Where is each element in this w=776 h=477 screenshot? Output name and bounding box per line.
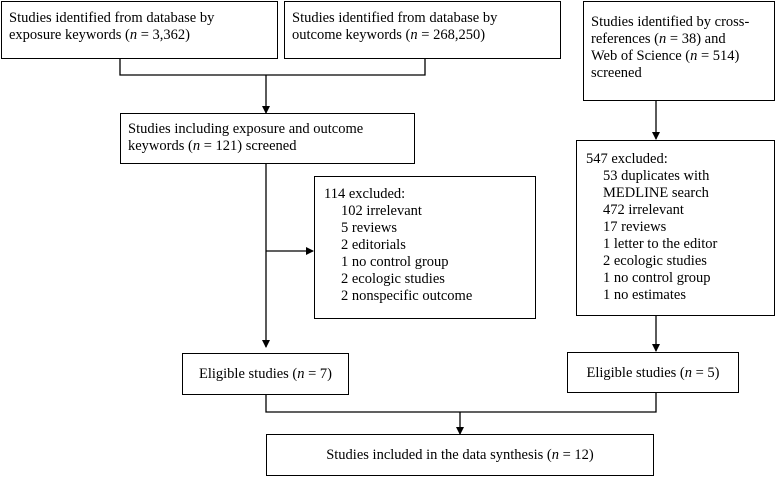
- box-db-exposure: Studies identified from database by expo…: [1, 1, 278, 59]
- excluded-left-item: 2 ecologic studies: [341, 271, 445, 287]
- crossref-line1: Studies identified by cross-: [591, 14, 750, 30]
- excluded-left-item: 5 reviews: [341, 220, 397, 236]
- box-excluded-left: 114 excluded: 102 irrelevant 5 reviews 2…: [314, 176, 536, 319]
- excluded-right-item: MEDLINE search: [603, 185, 709, 201]
- crossref-line4: screened: [591, 65, 642, 81]
- excluded-right-item: 53 duplicates with: [603, 168, 710, 184]
- excluded-right-title: 547 excluded:: [586, 151, 668, 167]
- crossref-line2: references (n = 38) and: [591, 31, 726, 47]
- box-eligible-left: Eligible studies (n = 7): [182, 353, 349, 395]
- box-combined-screened: Studies including exposure and outcome k…: [120, 113, 415, 164]
- synthesis-text: Studies included in the data synthesis (…: [326, 447, 594, 463]
- combined-line2: keywords (n = 121) screened: [128, 138, 297, 154]
- excluded-right-item: 17 reviews: [603, 219, 667, 235]
- eligible-left-text: Eligible studies (n = 7): [198, 366, 333, 382]
- excluded-right-item: 1 no control group: [603, 270, 711, 286]
- box-crossref: Studies identified by cross- references …: [583, 1, 775, 101]
- db-exposure-line1: Studies identified from database by: [9, 10, 215, 26]
- combined-line1: Studies including exposure and outcome: [128, 121, 364, 137]
- box-excluded-right: 547 excluded: 53 duplicates with MEDLINE…: [576, 140, 775, 316]
- db-exposure-line2: exposure keywords (n = 3,362): [9, 27, 190, 43]
- eligible-right-text: Eligible studies (n = 5): [586, 365, 720, 381]
- excluded-right-item: 1 letter to the editor: [603, 236, 718, 252]
- excluded-right-item: 1 no estimates: [603, 287, 686, 303]
- excluded-left-item: 102 irrelevant: [341, 203, 422, 219]
- box-db-outcome: Studies identified from database by outc…: [284, 1, 561, 59]
- excluded-right-item: 2 ecologic studies: [603, 253, 707, 269]
- connector-eligible-join: [265, 393, 657, 413]
- connector-top-left: [119, 59, 426, 76]
- crossref-line3: Web of Science (n = 514): [591, 48, 740, 64]
- excluded-left-title: 114 excluded:: [324, 186, 406, 202]
- db-outcome-line2: outcome keywords (n = 268,250): [292, 27, 486, 43]
- box-eligible-right: Eligible studies (n = 5): [567, 352, 739, 393]
- excluded-left-item: 2 editorials: [341, 237, 406, 253]
- box-synthesis: Studies included in the data synthesis (…: [266, 434, 654, 476]
- excluded-right-item: 472 irrelevant: [603, 202, 684, 218]
- excluded-left-item: 1 no control group: [341, 254, 449, 270]
- excluded-left-item: 2 nonspecific outcome: [341, 288, 473, 304]
- db-outcome-line1: Studies identified from database by: [292, 10, 498, 26]
